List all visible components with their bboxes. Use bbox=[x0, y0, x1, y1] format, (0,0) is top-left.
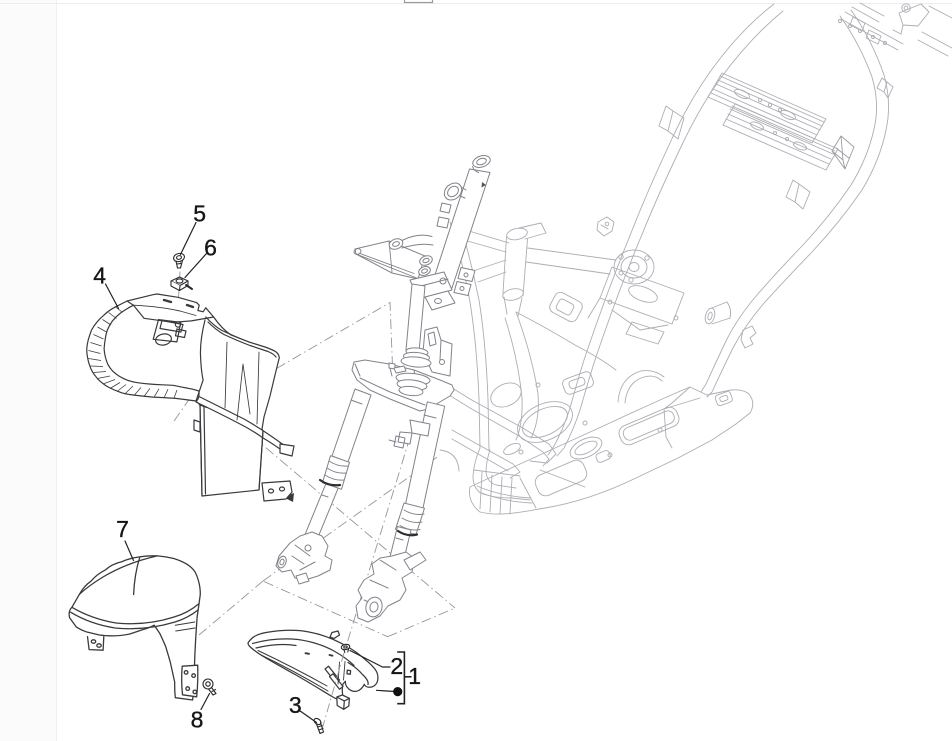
svg-text:3: 3 bbox=[289, 692, 302, 718]
svg-text:1: 1 bbox=[408, 663, 421, 689]
svg-text:7: 7 bbox=[116, 516, 129, 542]
svg-text:5: 5 bbox=[193, 201, 206, 227]
svg-text:8: 8 bbox=[191, 707, 204, 733]
svg-text:2: 2 bbox=[390, 653, 403, 679]
svg-text:4: 4 bbox=[93, 263, 106, 289]
svg-text:6: 6 bbox=[204, 235, 217, 261]
